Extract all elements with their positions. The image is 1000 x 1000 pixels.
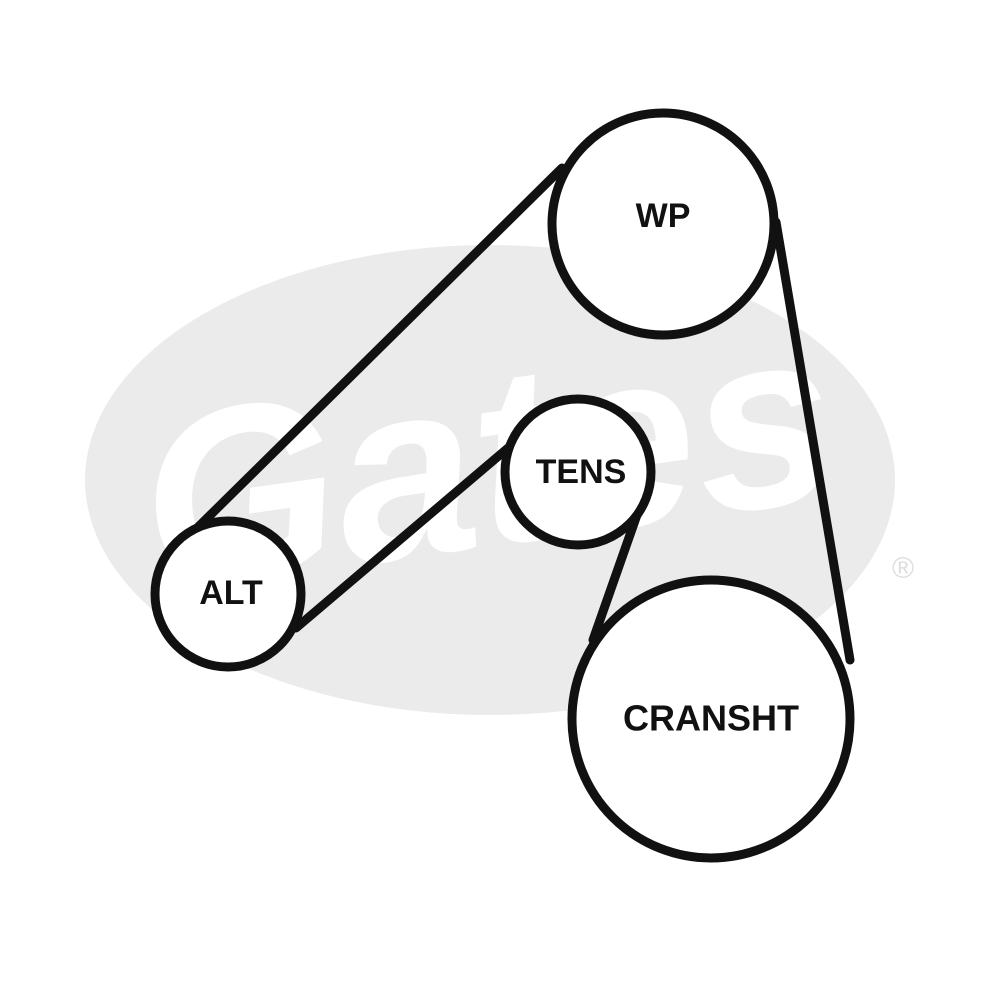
pulley-tens: TENS — [500, 394, 656, 550]
belt-segment-wp-cransht — [771, 217, 855, 665]
pulley-alt-label: ALT — [199, 574, 263, 612]
pulley-tens-label: TENS — [536, 453, 627, 491]
belt — [180, 163, 855, 665]
pulley-cransht: CRANSHT — [567, 575, 855, 863]
pulley-wp-label: WP — [636, 197, 691, 235]
pulley-wp: WP — [547, 108, 779, 340]
belt-segment-tens-cransht — [588, 507, 643, 645]
belt-segment-alt-wp — [180, 163, 567, 545]
pulley-cransht-label: CRANSHT — [623, 698, 799, 739]
pulley-alt: ALT — [150, 516, 306, 672]
pulley-wp-circle — [547, 108, 779, 340]
pulley-alt-circle — [150, 516, 306, 672]
pulley-cransht-circle — [567, 575, 855, 863]
belt-segment-alt-tens — [291, 443, 513, 633]
watermark-registered-mark: ® — [892, 552, 914, 585]
pulley-tens-circle — [500, 394, 656, 550]
